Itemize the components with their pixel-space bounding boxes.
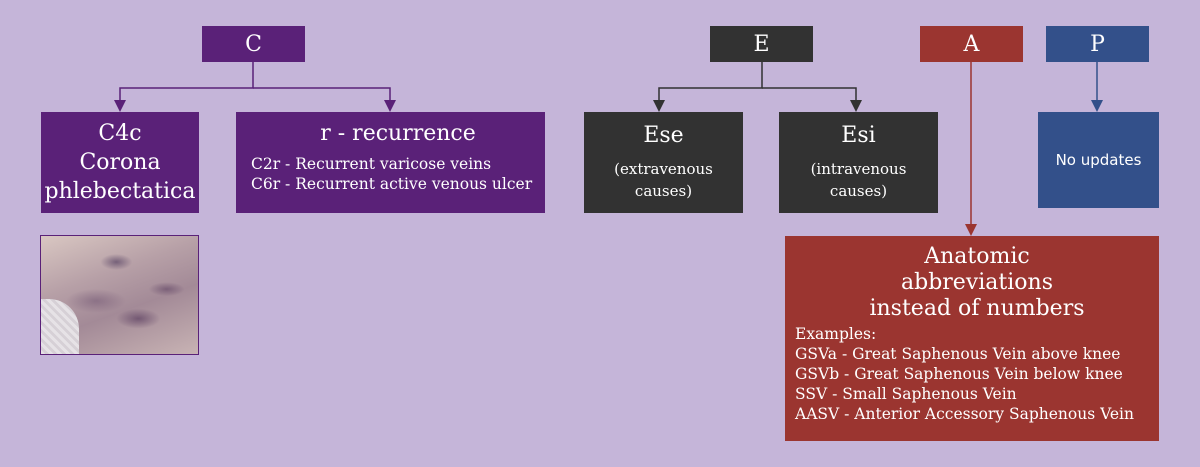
header-e-label: E [753, 31, 770, 57]
esi-box: Esi (intravenous causes) [779, 112, 938, 213]
sock-shape [41, 299, 79, 354]
header-e: E [710, 26, 813, 62]
esi-sub1: (intravenous [810, 160, 907, 178]
recurrence-title: r - recurrence [320, 121, 476, 146]
anatomic-item: SSV - Small Saphenous Vein [795, 385, 1017, 403]
anatomic-box: Anatomic abbreviations instead of number… [785, 236, 1159, 441]
c-connector [114, 62, 254, 112]
anatomic-item: AASV - Anterior Accessory Saphenous Vein [795, 405, 1134, 423]
anatomic-title-line: abbreviations [901, 270, 1053, 295]
anatomic-item: GSVb - Great Saphenous Vein below knee [795, 365, 1123, 383]
p-box: No updates [1038, 112, 1159, 208]
c4c-line1: C4c [98, 121, 142, 146]
ese-sub1: (extravenous [614, 160, 713, 178]
header-c: C [202, 26, 305, 62]
anatomic-item: Examples: [795, 325, 877, 343]
e-connector [653, 62, 763, 112]
c-connector-right [253, 87, 396, 112]
header-a-label: A [963, 31, 980, 57]
ese-title: Ese [643, 123, 684, 148]
ese-sub2: causes) [634, 182, 693, 200]
ese-box: Ese (extravenous causes) [584, 112, 743, 213]
e-connector-right [762, 87, 862, 112]
recurrence-item: C2r - Recurrent varicose veins [251, 155, 492, 173]
c4c-box: C4c Corona phlebectatica [41, 112, 199, 213]
anatomic-title-line: instead of numbers [869, 296, 1085, 321]
esi-title: Esi [841, 123, 876, 148]
recurrence-item: C6r - Recurrent active venous ulcer [251, 175, 533, 193]
header-p-label: P [1090, 31, 1105, 57]
esi-sub2: causes) [829, 182, 888, 200]
anatomic-title-line: Anatomic [924, 244, 1030, 269]
anatomic-item: GSVa - Great Saphenous Vein above knee [795, 345, 1121, 363]
c4c-line3: phlebectatica [44, 179, 196, 204]
header-c-label: C [245, 31, 262, 57]
recurrence-box: r - recurrence C2r - Recurrent varicose … [236, 112, 545, 213]
header-a: A [920, 26, 1023, 62]
c4c-line2: Corona [79, 150, 161, 175]
header-p: P [1046, 26, 1149, 62]
leg-photo [40, 235, 199, 355]
p-box-text: No updates [1055, 151, 1142, 169]
